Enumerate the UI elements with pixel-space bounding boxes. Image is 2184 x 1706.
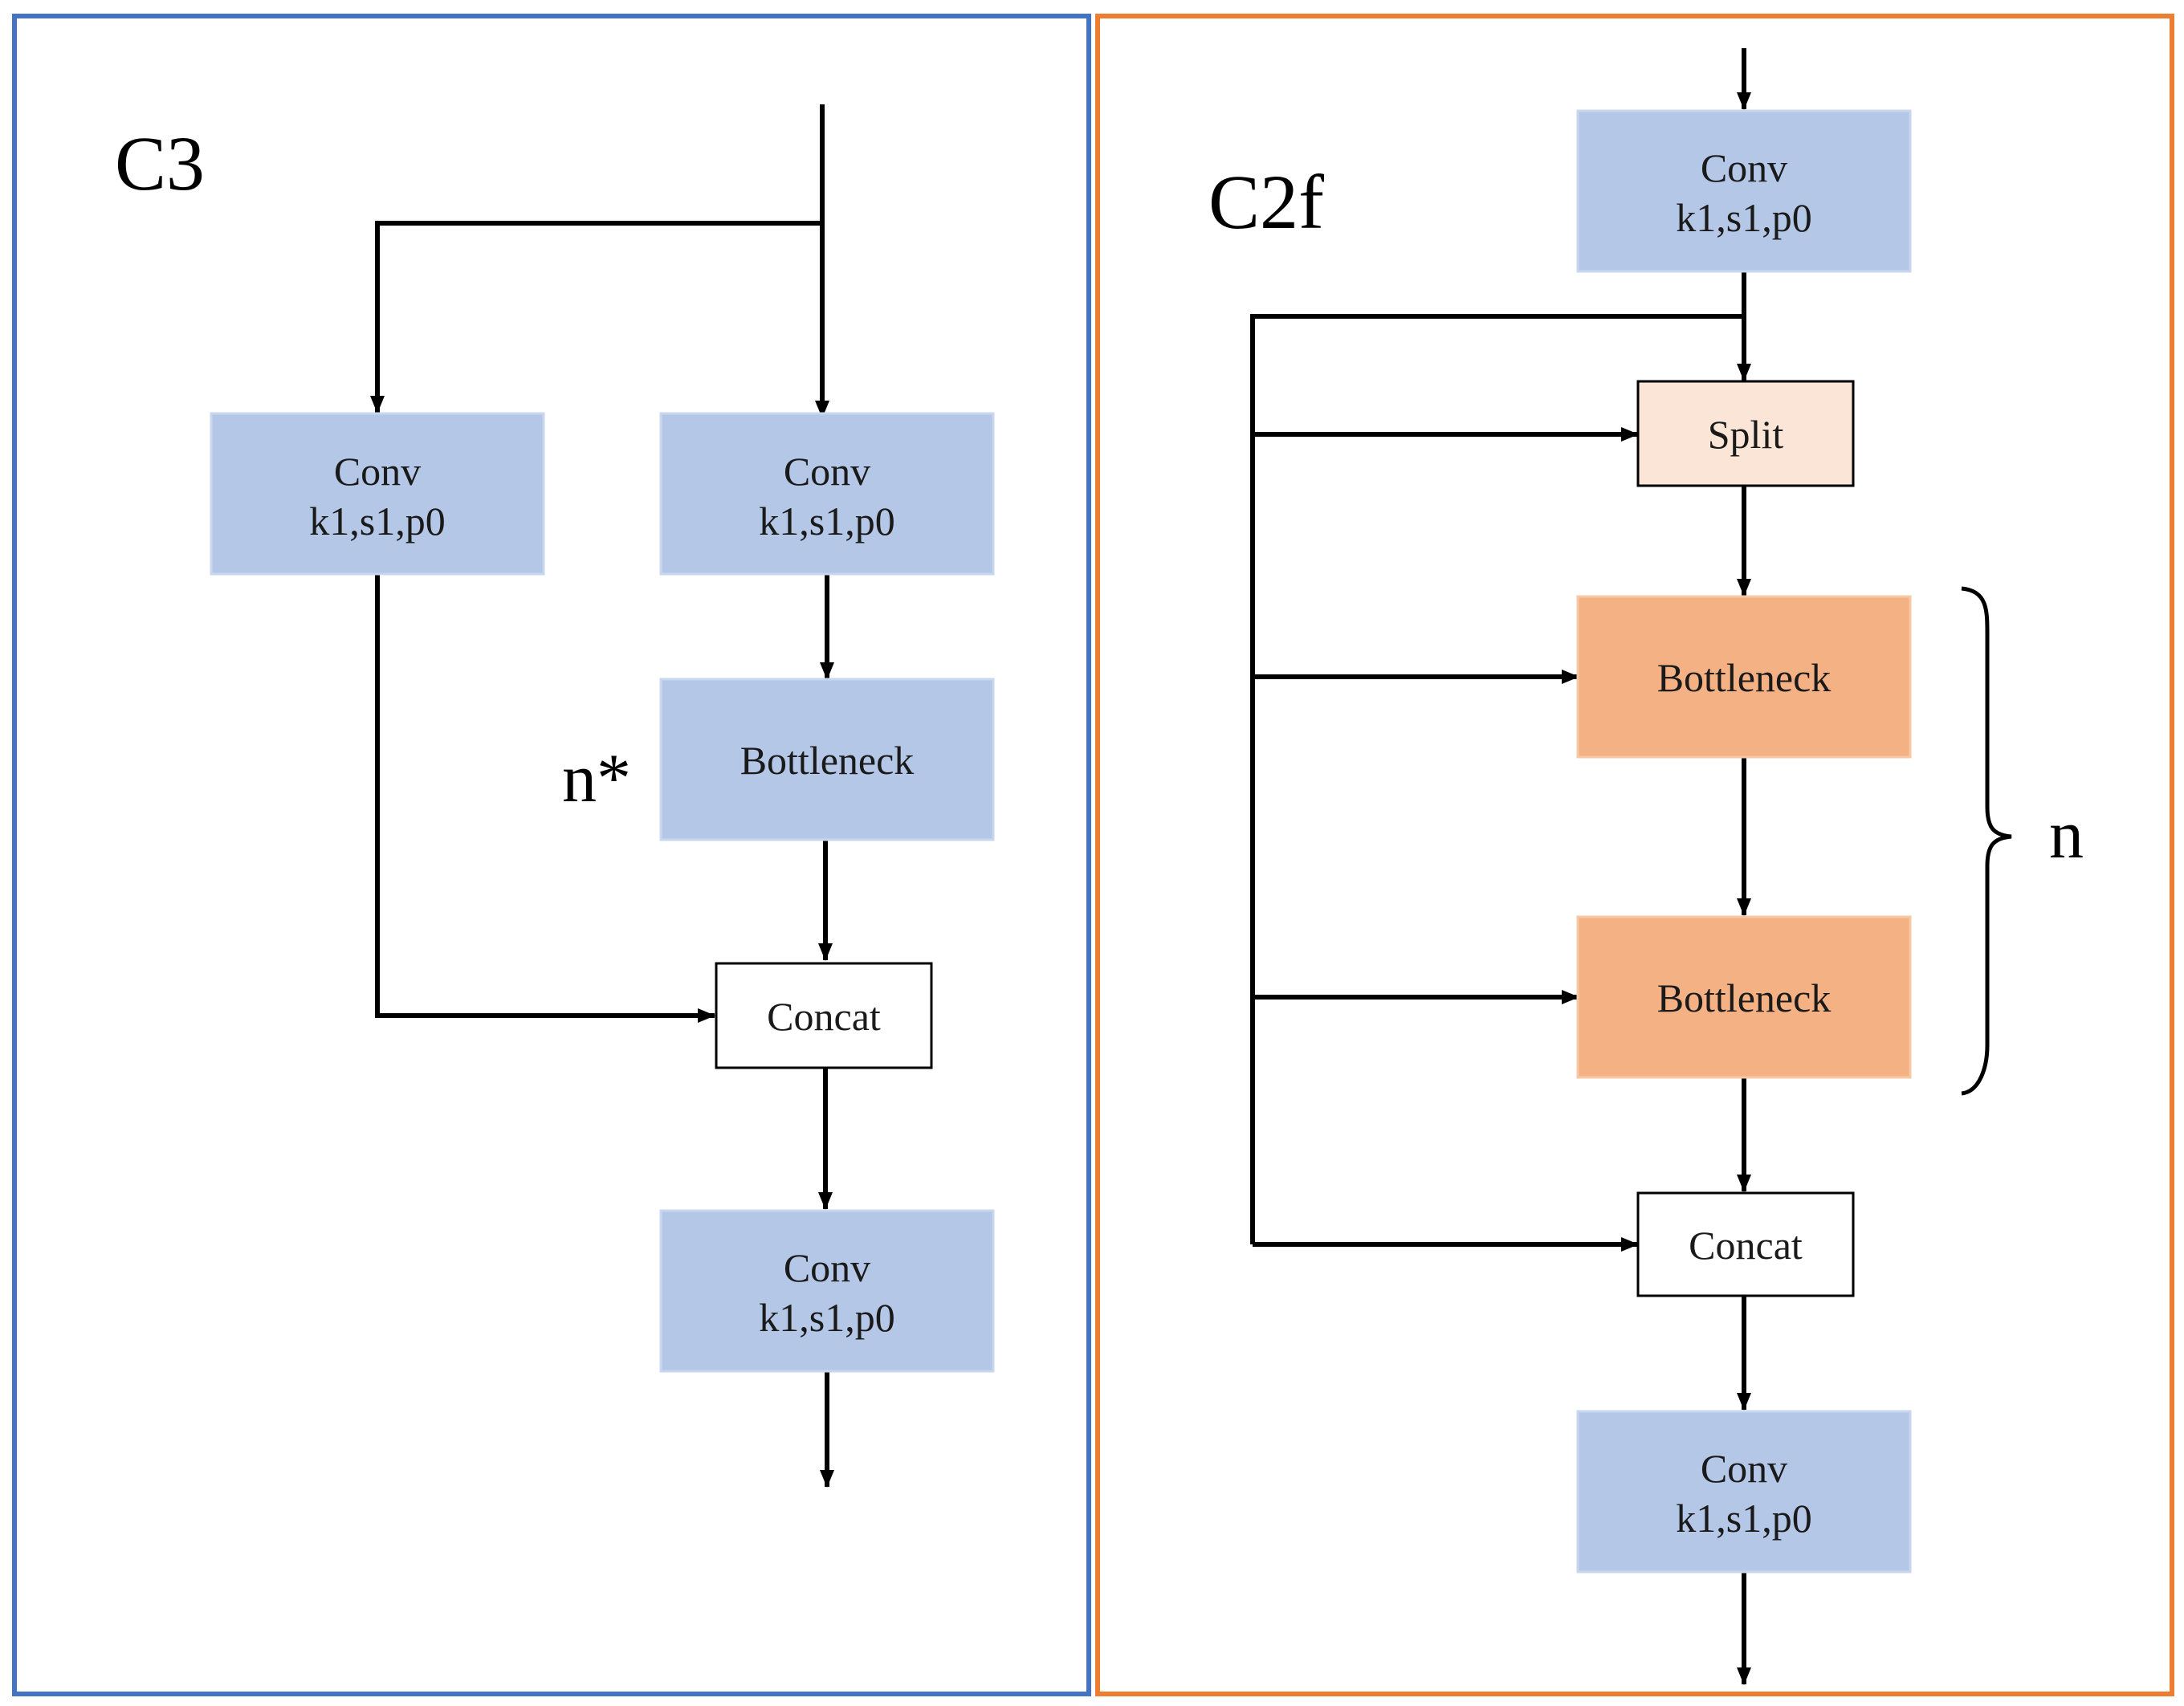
c3-concat-node: Concat <box>715 962 933 1069</box>
c3-conv-out-params: k1,s1,p0 <box>759 1295 894 1340</box>
c2f-concat-label: Concat <box>1689 1223 1803 1268</box>
c2f-bottleneck-2-label: Bottleneck <box>1657 975 1832 1020</box>
c3-panel: C3 Conv k1,s1,p0 Conv k1,s1,p0 Bottlenec… <box>12 14 1091 1696</box>
c3-conv-right-label: Conv <box>784 449 870 494</box>
c3-repeat-label: n* <box>562 739 631 816</box>
c3-title: C3 <box>115 120 205 206</box>
c2f-conv-out-params: k1,s1,p0 <box>1676 1496 1811 1541</box>
c3-conv-right-node: Conv k1,s1,p0 <box>659 412 995 576</box>
c2f-panel-border <box>1095 14 2174 1696</box>
c2f-panel: C2f Conv k1,s1,p0 Split Bottleneck <box>1095 14 2174 1696</box>
c3-concat-label: Concat <box>767 994 881 1039</box>
c3-conv-out-label: Conv <box>784 1245 870 1290</box>
c2f-bottleneck-1-node: Bottleneck <box>1576 595 1912 759</box>
c2f-bus-line <box>1250 314 1744 1244</box>
c2f-repeat-label: n <box>2049 796 2084 873</box>
c2f-conv-in-label: Conv <box>1701 145 1787 190</box>
c2f-bottleneck-2-node: Bottleneck <box>1576 915 1912 1079</box>
c3-bottleneck-label: Bottleneck <box>740 738 915 783</box>
c3-conv-out-node: Conv k1,s1,p0 <box>659 1209 995 1373</box>
c2f-bottleneck-1-label: Bottleneck <box>1657 655 1832 700</box>
c3-bottleneck-node: Bottleneck <box>659 678 995 841</box>
c2f-repeat-brace <box>1961 586 2012 1096</box>
c3-conv-left-node: Conv k1,s1,p0 <box>210 412 545 576</box>
c3-conv-left-params: k1,s1,p0 <box>309 499 445 544</box>
c2f-conv-out-label: Conv <box>1701 1446 1787 1491</box>
c2f-split-label: Split <box>1708 412 1784 457</box>
c3-branch-left-arrow <box>370 221 822 413</box>
c2f-split-node: Split <box>1636 380 1855 487</box>
c3-conv-left-label: Conv <box>334 449 421 494</box>
c2f-title: C2f <box>1208 159 1324 245</box>
c2f-concat-node: Concat <box>1636 1191 1855 1297</box>
c3-conv-right-params: k1,s1,p0 <box>759 499 894 544</box>
c3-panel-border <box>12 14 1091 1696</box>
c3-skip-to-concat-arrow <box>375 575 715 1023</box>
c2f-conv-out-node: Conv k1,s1,p0 <box>1576 1410 1912 1574</box>
c2f-conv-in-node: Conv k1,s1,p0 <box>1576 109 1912 273</box>
c2f-conv-in-params: k1,s1,p0 <box>1676 195 1811 240</box>
